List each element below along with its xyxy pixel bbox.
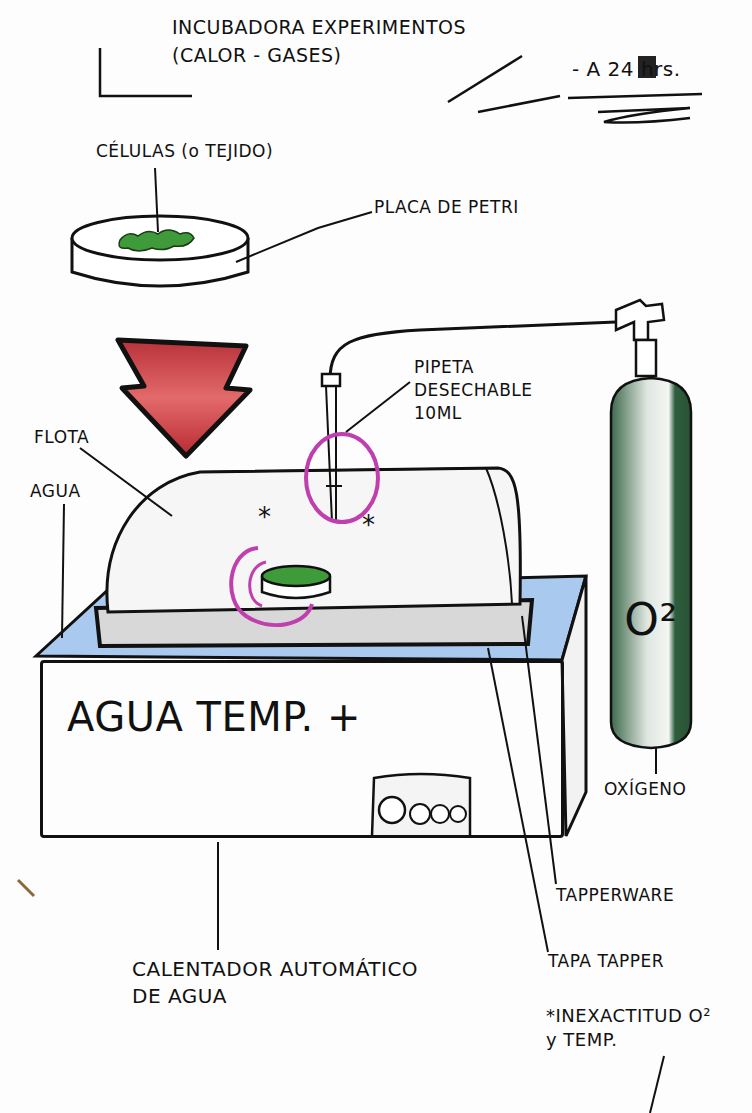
part-label: TAPA TAPPER xyxy=(548,950,738,973)
part-label: CÉLULAS (o TEJIDO) xyxy=(96,140,356,163)
diagram-title: INCUBADORA EXPERIMENTOS (CALOR - GASES) xyxy=(172,14,512,69)
tapper-dome xyxy=(107,468,520,612)
cell-culture xyxy=(119,230,194,251)
part-label: CALENTADOR AUTOMÁTICO DE AGUA xyxy=(132,956,452,1010)
tank-valve xyxy=(616,300,664,340)
note-label: *INEXACTITUD O² y TEMP. xyxy=(546,1004,721,1053)
part-label: PLACA DE PETRI xyxy=(374,196,594,219)
tank-neck xyxy=(636,340,656,376)
leader-line xyxy=(236,212,372,262)
asterisk-mark: * xyxy=(362,508,386,543)
dome-edge xyxy=(200,468,512,604)
part-label: OXÍGENO xyxy=(604,778,744,801)
down-arrow xyxy=(118,340,250,456)
disposable-pipette xyxy=(326,386,336,522)
leader-line xyxy=(488,648,548,952)
part-label: PIPETA DESECHABLE 10ML xyxy=(414,356,546,425)
part-label: TAPPERWARE xyxy=(556,884,736,907)
part-label: FLOTA xyxy=(34,426,134,449)
leader-line xyxy=(62,504,64,638)
highlight-circle xyxy=(231,548,312,625)
tank-outline xyxy=(603,372,699,752)
leader-line xyxy=(655,748,657,774)
highlight-circle xyxy=(250,562,266,606)
control-panel xyxy=(372,774,470,836)
title-stroke xyxy=(448,56,522,102)
petri-rim xyxy=(72,216,248,260)
control-knob xyxy=(450,806,466,822)
leader-line xyxy=(80,448,172,516)
tank-body xyxy=(611,378,691,748)
pen-mark xyxy=(18,880,34,896)
pipette-mark xyxy=(326,470,342,486)
part-label: AGUA xyxy=(30,480,130,503)
control-knob xyxy=(379,797,405,823)
node-label: AGUA TEMP. + xyxy=(67,693,487,741)
water-heater-box: AGUA TEMP. + xyxy=(40,660,564,838)
oxygen-tank: O² xyxy=(603,372,699,752)
pipette-top xyxy=(322,374,340,386)
node-label: O² xyxy=(603,594,699,647)
time-note: - A 24 hrs. xyxy=(572,56,742,83)
asterisk-mark: * xyxy=(258,500,282,535)
leader-line xyxy=(346,382,410,432)
scribble-underline xyxy=(568,94,702,123)
inner-culture xyxy=(262,566,330,586)
control-knob xyxy=(410,804,430,824)
control-knob xyxy=(431,805,449,823)
title-stroke xyxy=(478,96,560,112)
highlight-circle xyxy=(306,434,378,522)
leader-line xyxy=(155,168,158,232)
leader-line xyxy=(217,842,219,950)
heater-side xyxy=(562,576,586,836)
leader-line xyxy=(650,1056,664,1113)
